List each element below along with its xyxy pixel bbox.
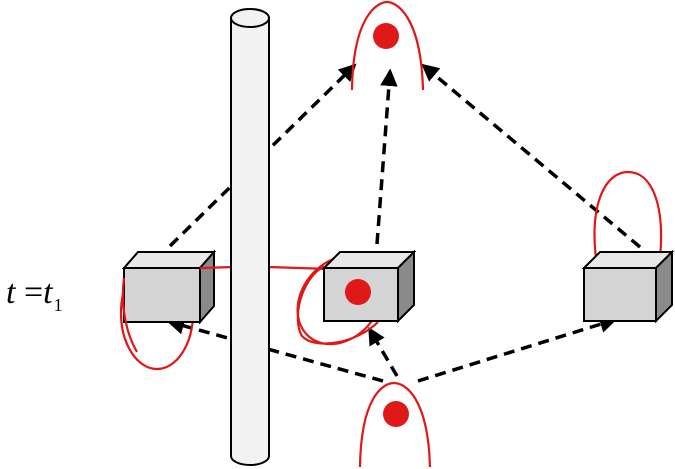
arrow-middle-cube-to-top — [375, 68, 398, 245]
middle-red-dot — [345, 279, 371, 305]
arrow-bottom-to-left-cube — [166, 317, 384, 383]
time-label: t =t1 — [6, 274, 63, 315]
left-loop-front — [121, 277, 138, 353]
time-value: t — [43, 274, 53, 311]
equals-sign: = — [23, 274, 44, 311]
pole-body — [230, 17, 270, 466]
arrow-bottom-to-middle-cube — [368, 326, 399, 377]
left-cube — [121, 249, 217, 325]
arrow-right-cube-to-top — [421, 63, 642, 249]
bottom-arch — [358, 381, 432, 468]
middle-ring-front — [296, 265, 379, 345]
time-subscript: 1 — [53, 295, 63, 315]
time-variable: t — [6, 274, 16, 311]
bottom-particle — [358, 381, 432, 468]
top-particle — [350, 0, 425, 91]
right-cube-front — [583, 267, 657, 322]
pole-top-cap — [230, 8, 270, 28]
right-loop — [593, 170, 663, 267]
right-cube — [581, 249, 675, 324]
left-cube-top — [121, 251, 217, 269]
top-red-dot — [373, 23, 399, 49]
bottom-red-dot — [383, 401, 409, 427]
vertical-pole — [230, 8, 270, 466]
top-arch — [350, 0, 425, 91]
left-cube-front — [123, 267, 201, 323]
arrow-bottom-to-right-cube — [417, 315, 618, 383]
